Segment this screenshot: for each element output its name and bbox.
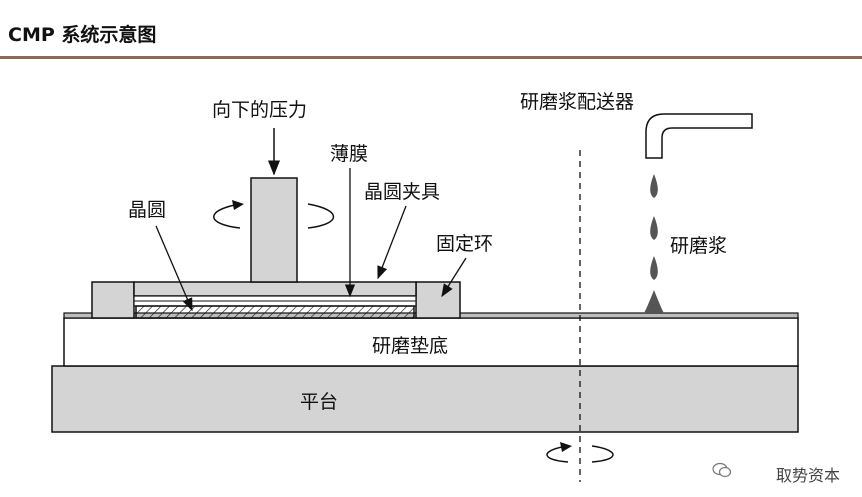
wafer-leader [155, 225, 193, 312]
carrier-shaft [250, 177, 298, 283]
retaining-ring-right [415, 281, 461, 319]
wafer [135, 305, 415, 319]
page-title: CMP 系统示意图 [8, 24, 157, 46]
polishing-pad [63, 317, 799, 367]
downward-pressure-label: 向下的压力 [212, 99, 307, 121]
platen-rotation-arrowhead [560, 442, 572, 452]
wafer-holder-leader [377, 205, 407, 280]
retaining-ring-label: 固定环 [436, 233, 493, 255]
slurry-droplet-3 [650, 256, 658, 280]
wafer-holder [133, 281, 417, 297]
retaining-ring-leader [441, 257, 467, 298]
thin-film-label: 薄膜 [330, 143, 368, 165]
slurry-droplet-2 [650, 216, 658, 240]
slurry-droplet-1 [650, 174, 658, 198]
carrier-rotation-arrowhead [232, 200, 244, 210]
slurry-label: 研磨浆 [670, 235, 727, 257]
wafer-label: 晶圆 [128, 199, 166, 221]
slurry-dispenser-nozzle [645, 113, 753, 159]
carrier-rotation-arrow [213, 203, 335, 229]
slurry-dispenser-label: 研磨浆配送器 [520, 91, 634, 113]
polishing-pad-label: 研磨垫底 [372, 335, 448, 357]
wafer-holder-label: 晶圆夹具 [364, 181, 440, 203]
watermark-text: 取势资本 [775, 466, 840, 485]
platen-label: 平台 [300, 391, 338, 413]
slurry-pool [644, 290, 664, 313]
platen [51, 365, 799, 433]
retaining-ring-left [91, 281, 135, 319]
title-divider [0, 56, 862, 59]
wechat-icon [712, 462, 732, 478]
